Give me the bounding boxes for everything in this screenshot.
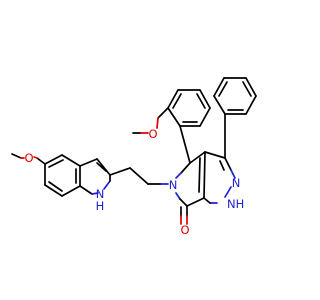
hydrogen-label-indole: H bbox=[96, 199, 105, 213]
oxygen-label-indole-methoxy: O bbox=[24, 151, 33, 165]
nh-label-pyrazole: NH bbox=[227, 197, 244, 211]
indole-system: N H bbox=[44, 154, 111, 213]
nitrogen-label-pyrazole: N bbox=[232, 176, 241, 190]
methoxyphenyl-ring bbox=[167, 89, 211, 127]
ethyl-linker bbox=[109, 167, 169, 185]
molecule-diagram: O N N NH bbox=[11, 77, 257, 237]
nitrogen-label-indole: N bbox=[96, 187, 105, 201]
oxygen-label-carbonyl: O bbox=[180, 223, 189, 237]
oxygen-label-phenyl-methoxy: O bbox=[148, 127, 157, 141]
methoxy-group-indole: O bbox=[11, 151, 46, 165]
pyrrolopyrazole-core: N N NH O bbox=[169, 113, 244, 237]
phenyl-ring bbox=[213, 77, 257, 115]
methoxy-group-phenyl: O bbox=[132, 107, 169, 141]
nitrogen-label-lactam: N bbox=[169, 178, 178, 192]
